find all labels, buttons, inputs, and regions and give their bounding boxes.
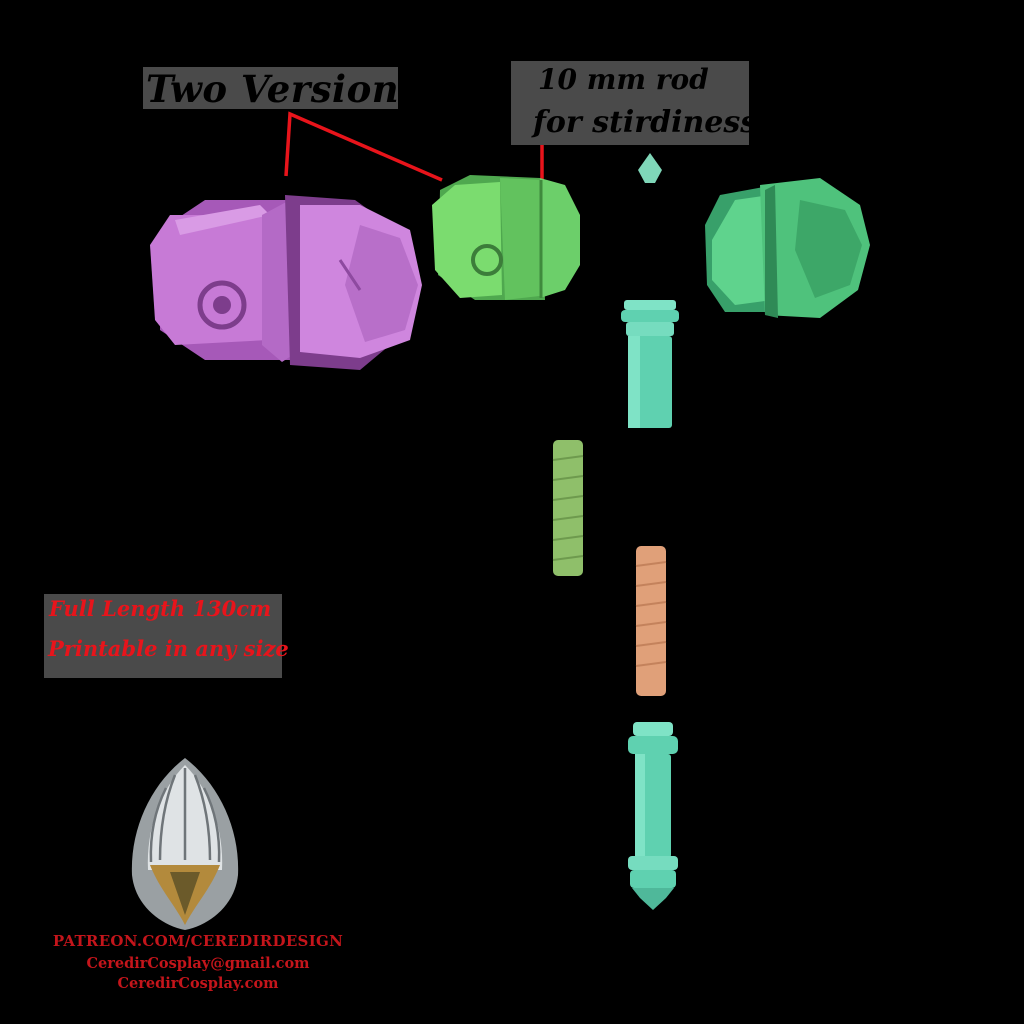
website-credit: CeredirCosplay.com <box>117 975 279 992</box>
patreon-credit: PATREON.COM/CEREDIRDESIGN <box>52 932 344 950</box>
length-note-line-2: Printable in any size <box>48 636 289 661</box>
length-note-line-1: Full Length 130cm <box>49 596 272 621</box>
purple-hammer-head <box>150 195 422 370</box>
lower-handle-pommel <box>628 722 678 910</box>
versions-pointer-line <box>284 111 443 182</box>
email-credit: CeredirCosplay@gmail.com <box>86 955 310 972</box>
tan-grip-segment <box>635 546 667 696</box>
rod-note-line-1: 10 mm rod <box>538 63 709 96</box>
spike-cap <box>638 153 662 183</box>
two-versions-label: Two Versions <box>143 67 420 111</box>
length-note-label: Full Length 130cm Printable in any size <box>44 594 289 678</box>
rod-note-label: 10 mm rod for stirdiness <box>511 61 757 145</box>
rod-note-line-2: for stirdiness <box>533 105 758 140</box>
green-hammer-head-right <box>705 178 870 318</box>
two-versions-text: Two Versions <box>146 67 421 111</box>
green-grip-segment <box>552 440 584 576</box>
green-hammer-head-center <box>432 175 580 300</box>
upper-handle-segment <box>621 300 679 428</box>
winged-helm-crest-icon <box>131 758 239 930</box>
annotation-lines <box>284 111 544 182</box>
